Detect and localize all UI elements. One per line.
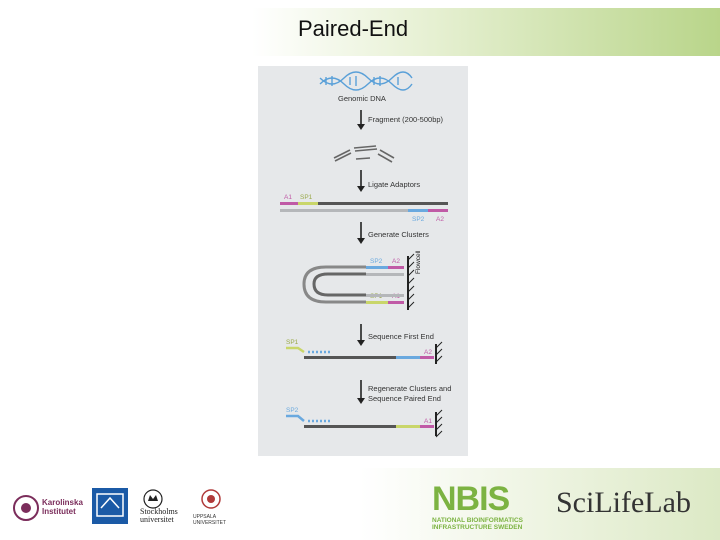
svg-text:A2: A2 <box>424 349 432 356</box>
step-generate-clusters: Generate Clusters <box>368 230 429 239</box>
uppsala-logo-text: UPPSALA UNIVERSITET <box>193 514 227 526</box>
svg-text:A2: A2 <box>436 216 444 223</box>
svg-text:A1: A1 <box>424 418 432 425</box>
nbis-logo: NBIS <box>432 480 510 518</box>
nbis-logo-subtitle: NATIONAL BIOINFORMATICS INFRASTRUCTURE S… <box>432 517 523 531</box>
dna-helix-icon <box>319 71 413 91</box>
title-bar <box>0 8 720 56</box>
dna-fragments <box>333 145 395 163</box>
step-sequence-paired-end: Sequence Paired End <box>368 394 441 403</box>
arrow-down-icon <box>357 110 365 130</box>
stockholm-crown-icon <box>143 489 163 509</box>
step-genomic-dna: Genomic DNA <box>338 94 386 103</box>
svg-text:Flowcell: Flowcell <box>415 250 422 274</box>
svg-text:SP2: SP2 <box>286 407 299 414</box>
page-title: Paired-End <box>298 16 409 41</box>
svg-text:A2: A2 <box>392 258 400 265</box>
ligated-fragment: A1 SP1 SP2 A2 <box>280 194 448 223</box>
kth-logo-icon <box>92 488 128 524</box>
svg-text:SP2: SP2 <box>412 216 425 223</box>
step-ligate-adaptors: Ligate Adaptors <box>368 180 420 189</box>
arrow-down-icon <box>357 324 365 346</box>
stockholm-logo-text: Stockholms universitet <box>140 507 178 524</box>
uppsala-seal-icon <box>201 489 221 509</box>
svg-text:A1: A1 <box>284 194 292 201</box>
svg-text:SP1: SP1 <box>300 194 313 201</box>
arrow-down-icon <box>357 222 365 244</box>
bridge-cluster: SP2 A2 SP1 A1 Flowcell <box>302 250 422 310</box>
paired-end-diagram: Genomic DNA Fragment (200-500bp) Ligate … <box>258 66 468 456</box>
karolinska-logo-text: Karolinska Institutet <box>42 498 83 516</box>
step-fragment: Fragment (200-500bp) <box>368 115 444 124</box>
paired-read: SP2 A1 <box>286 407 443 438</box>
arrow-down-icon <box>357 170 365 192</box>
diagram-svg: Genomic DNA Fragment (200-500bp) Ligate … <box>280 71 451 438</box>
scilifelab-logo: SciLifeLab <box>556 486 691 519</box>
first-read: SP1 A2 <box>286 339 443 364</box>
karolinska-logo-icon <box>13 495 39 521</box>
svg-text:SP2: SP2 <box>370 258 383 265</box>
step-sequence-first-end: Sequence First End <box>368 332 434 341</box>
step-regenerate-clusters: Regenerate Clusters and <box>368 384 451 393</box>
svg-text:SP1: SP1 <box>286 339 299 346</box>
arrow-down-icon <box>357 380 365 404</box>
